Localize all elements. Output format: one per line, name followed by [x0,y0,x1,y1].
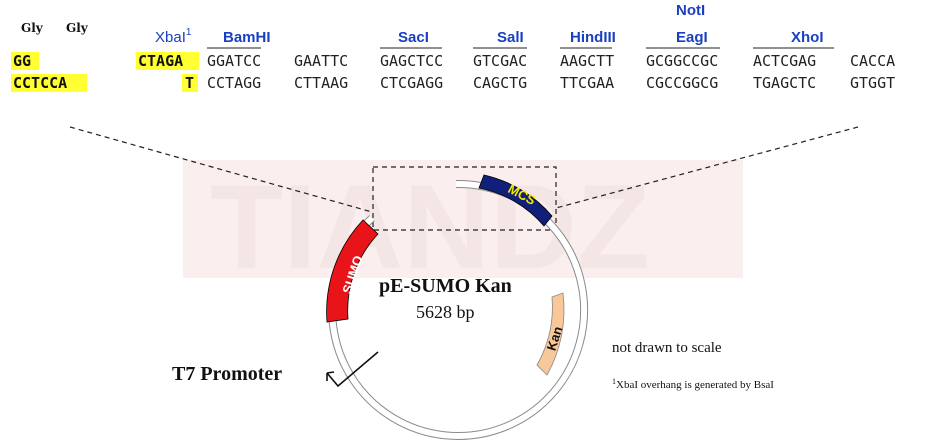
top-seq-2: GAATTC [294,52,348,70]
bottom-seq-6: CGCCGGCG [646,74,718,92]
zoom-lines [69,126,859,231]
plasmid-size: 5628 bp [416,302,475,322]
bottom-seq-5: TTCGAA [560,74,614,92]
site-label-bamhi: BamHI [223,29,271,46]
bottom-strand-xbai: T [185,74,194,92]
highlight-bottom-left [11,74,87,92]
bottom-seq-1: CCTAGG [207,74,261,92]
kan-segment [536,292,565,376]
bottom-seq-7: TGAGCTC [753,74,816,92]
top-seq-7: ACTCGAG [753,52,816,70]
top-strand-xbai: CTAGA [138,52,183,70]
sumo-segment [326,219,379,323]
watermark-text: TIANDZ [210,160,650,294]
bottom-seq-2: CTTAAG [294,74,348,92]
site-label-eagi: EagI [676,29,708,46]
mcs-segment [478,174,553,227]
footnote: 1XbaI overhang is generated by BsaI [612,377,774,391]
highlight-top-xbai [136,52,199,70]
top-seq-1: GGATCC [207,52,261,70]
amino-acid-1: Gly [21,21,44,35]
top-seq-8: CACCA [850,52,895,70]
top-strand-left: GG [13,52,31,70]
scale-note: not drawn to scale [612,340,722,356]
xbai-label: XbaI1 [155,27,192,46]
bottom-seq-8: GTGGT [850,74,895,92]
site-label-hindiii: HindIII [570,29,616,46]
site-label-sali: SalI [497,29,524,46]
amino-acid-2: Gly [66,21,89,35]
promoter-arrow-icon [326,351,379,388]
bottom-seq-3: CTCGAGG [380,74,443,92]
kan-label: Kan [544,324,566,352]
watermark-background [183,160,743,278]
bottom-strand-left: CCTCCA [13,74,67,92]
t7-promoter-label: T7 Promoter [172,363,282,385]
top-seq-4: GTCGAC [473,52,527,70]
site-label-saci: SacI [398,29,429,46]
site-label-noti: NotI [676,2,705,19]
top-seq-5: AAGCTT [560,52,614,70]
highlight-top-left [11,52,39,70]
top-seq-6: GCGGCCGC [646,52,718,70]
bottom-seq-4: CAGCTG [473,74,527,92]
plasmid-name: pE-SUMO Kan [379,275,512,297]
site-label-xhoi: XhoI [791,29,824,46]
top-seq-3: GAGCTCC [380,52,443,70]
highlight-bottom-xbai [182,74,198,92]
